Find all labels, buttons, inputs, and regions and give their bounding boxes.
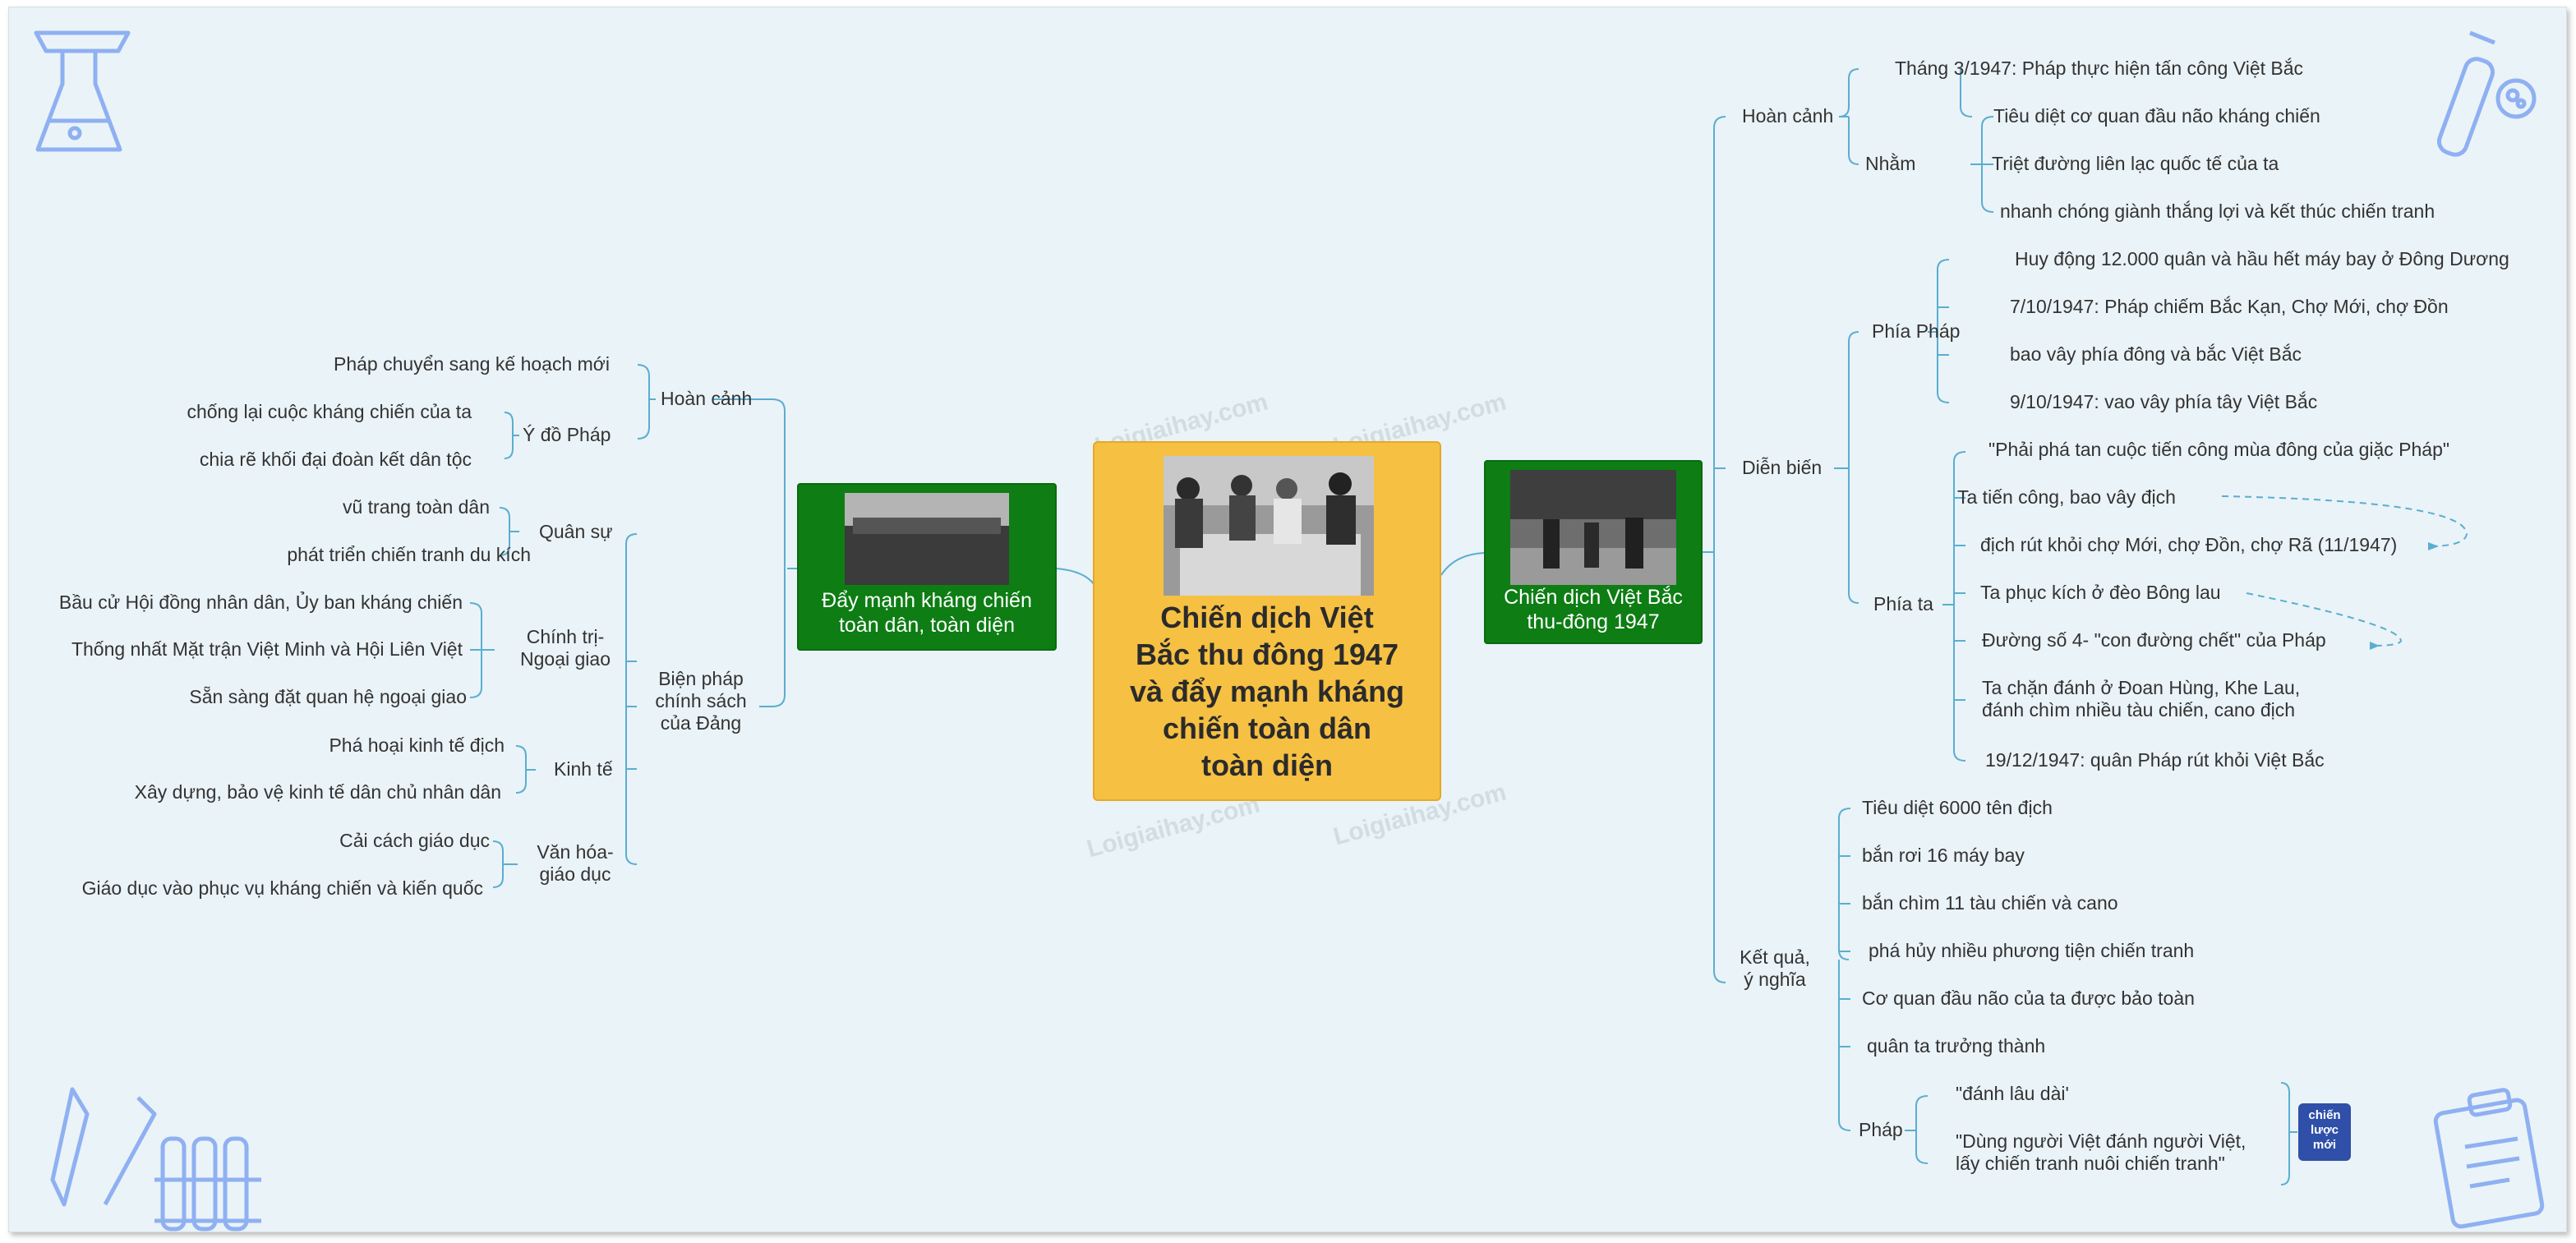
right-main-topic[interactable]: Chiến dịch Việt Bắc thu-đông 1947: [1484, 460, 1703, 644]
left-main-label: Đẩy mạnh kháng chiến toàn dân, toàn diện: [822, 589, 1032, 637]
left-hoan-canh-item[interactable]: Pháp chuyển sang kế hoạch mới: [333, 353, 610, 375]
kinh-te-item[interactable]: Phá hoại kinh tế địch: [329, 734, 505, 756]
pipette-tubes-icon: [50, 1087, 261, 1231]
quan-su-item[interactable]: phát triển chiến tranh du kích: [287, 544, 531, 565]
y-do-phap-item[interactable]: chia rẽ khối đại đoàn kết dân tộc: [199, 449, 472, 470]
phia-phap-item[interactable]: bao vây phía đông và bắc Việt Bắc: [2010, 343, 2302, 365]
nham-item[interactable]: Tiêu diệt cơ quan đầu não kháng chiến: [1993, 105, 2320, 127]
photo-soldiers: [845, 493, 1009, 585]
left-y-do-phap[interactable]: Ý đồ Pháp: [523, 424, 611, 445]
van-hoa-item[interactable]: Cải cách giáo dục: [339, 830, 490, 851]
nham-item[interactable]: nhanh chóng giành thắng lợi và kết thúc …: [2000, 200, 2435, 222]
chinh-tri-item[interactable]: Thống nhất Mặt trận Việt Minh và Hội Liê…: [71, 638, 463, 660]
ket-qua-item[interactable]: quân ta trưởng thành: [1867, 1035, 2046, 1057]
phap-item[interactable]: "Dùng người Việt đánh người Việt, lấy ch…: [1956, 1130, 2247, 1174]
left-quan-su[interactable]: Quân sự: [539, 521, 613, 542]
phia-ta-item[interactable]: Ta chặn đánh ở Đoan Hùng, Khe Lau, đánh …: [1982, 677, 2301, 720]
phia-phap-item[interactable]: 7/10/1947: Pháp chiếm Bắc Kạn, Chợ Mới, …: [2010, 296, 2449, 317]
right-main-label: Chiến dịch Việt Bắc thu-đông 1947: [1504, 586, 1683, 633]
phia-ta-item[interactable]: Ta phục kích ở đèo Bông lau: [1980, 582, 2221, 603]
phia-ta-item[interactable]: Ta tiến công, bao vây địch: [1957, 486, 2176, 508]
right-ket-qua[interactable]: Kết quả, ý nghĩa: [1740, 946, 1810, 990]
y-do-phap-item[interactable]: chống lại cuộc kháng chiến của ta: [187, 401, 472, 422]
ket-qua-item[interactable]: phá hủy nhiều phương tiện chiến tranh: [1869, 940, 2195, 961]
test-tube-icon: [2437, 30, 2537, 157]
chien-luoc-moi-badge[interactable]: chiến lược mới: [2298, 1103, 2351, 1161]
hourglass-flask-icon: [34, 30, 131, 152]
nham-item[interactable]: Triệt đường liên lạc quốc tế của ta: [1992, 153, 2279, 174]
right-nham[interactable]: Nhằm: [1865, 153, 1916, 174]
photo-leaders-map: [1164, 456, 1374, 596]
right-hoan-canh[interactable]: Hoàn cảnh: [1742, 105, 1834, 127]
left-van-hoa[interactable]: Văn hóa- giáo dục: [537, 841, 614, 885]
phap-item[interactable]: "đánh lâu dài': [1956, 1083, 2069, 1104]
phia-ta-item[interactable]: Đường số 4- "con đường chết" của Pháp: [1982, 629, 2326, 651]
center-title: Chiến dịch Việt Bắc thu đông 1947 và đẩy…: [1129, 601, 1405, 782]
photo-soldiers-camp: [1510, 470, 1676, 585]
chinh-tri-item[interactable]: Sẵn sàng đặt quan hệ ngoại giao: [189, 686, 467, 707]
right-phap[interactable]: Pháp: [1859, 1119, 1903, 1140]
left-main-topic[interactable]: Đẩy mạnh kháng chiến toàn dân, toàn diện: [797, 483, 1057, 651]
phia-ta-item[interactable]: "Phải phá tan cuộc tiến công mùa đông củ…: [1988, 439, 2450, 460]
phia-phap-item[interactable]: 9/10/1947: vao vây phía tây Việt Bắc: [2010, 391, 2318, 412]
van-hoa-item[interactable]: Giáo dục vào phục vụ kháng chiến và kiến…: [81, 877, 483, 899]
left-chinh-tri[interactable]: Chính trị- Ngoại giao: [520, 626, 611, 670]
chinh-tri-item[interactable]: Bầu cử Hội đồng nhân dân, Ủy ban kháng c…: [58, 592, 463, 613]
right-phia-ta[interactable]: Phía ta: [1873, 593, 1933, 615]
right-dien-bien[interactable]: Diễn biến: [1742, 457, 1823, 478]
phia-ta-item[interactable]: địch rút khỏi chợ Mới, chợ Đồn, chợ Rã (…: [1980, 534, 2398, 555]
right-phia-phap[interactable]: Phía Pháp: [1872, 320, 1961, 342]
ket-qua-item[interactable]: bắn rơi 16 máy bay: [1862, 845, 2025, 866]
left-kinh-te[interactable]: Kinh tế: [554, 758, 613, 780]
phia-phap-item[interactable]: Huy động 12.000 quân và hầu hết máy bay …: [2015, 248, 2509, 269]
ket-qua-item[interactable]: Tiêu diệt 6000 tên địch: [1862, 797, 2053, 818]
left-bien-phap[interactable]: Biện pháp chính sách của Đảng: [655, 668, 747, 734]
phia-ta-item[interactable]: 19/12/1947: quân Pháp rút khỏi Việt Bắc: [1985, 749, 2325, 771]
left-hoan-canh[interactable]: Hoàn cảnh: [661, 388, 753, 409]
right-hoan-canh-item[interactable]: Tháng 3/1947: Pháp thực hiện tấn công Vi…: [1895, 58, 2304, 79]
ket-qua-item[interactable]: bắn chìm 11 tàu chiến và cano: [1862, 892, 2118, 914]
ket-qua-item[interactable]: Cơ quan đầu não của ta được bảo toàn: [1862, 987, 2195, 1009]
kinh-te-item[interactable]: Xây dựng, bảo vệ kinh tế dân chủ nhân dâ…: [134, 781, 501, 803]
center-topic[interactable]: Chiến dịch Việt Bắc thu đông 1947 và đẩy…: [1093, 441, 1441, 801]
quan-su-item[interactable]: vũ trang toàn dân: [342, 496, 490, 518]
clipboard-icon: [2433, 1088, 2545, 1229]
